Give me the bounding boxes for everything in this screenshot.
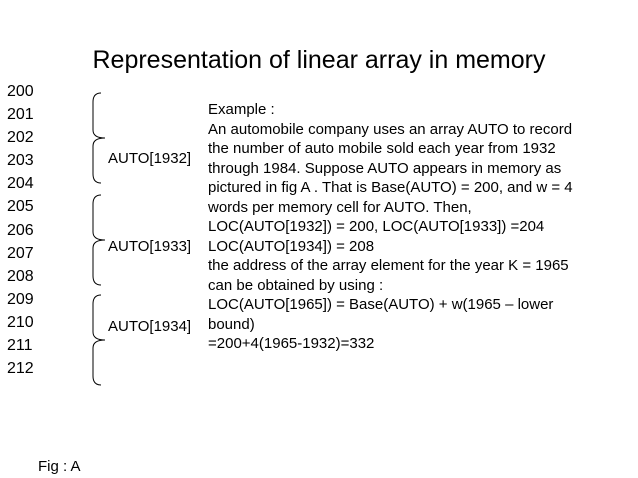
brace-icon [92, 92, 106, 184]
memory-address: 200 [7, 83, 34, 100]
example-line: bound) [208, 315, 255, 333]
example-line: An automobile company uses an array AUTO… [208, 120, 573, 138]
example-line: through 1984. Suppose AUTO appears in me… [208, 159, 562, 177]
brace-icon [92, 194, 106, 286]
memory-address: 211 [7, 337, 33, 355]
example-heading: Example : [208, 101, 275, 118]
memory-address: 210 [7, 313, 34, 331]
example-line: the number of auto mobile sold each year… [208, 140, 556, 157]
example-line: LOC(AUTO[1965]) = Base(AUTO) + w(1965 – … [208, 296, 554, 313]
array-element-label: AUTO[1932] [108, 150, 192, 167]
array-element-label: AUTO[1934] [108, 318, 192, 335]
memory-address: 203 [7, 152, 34, 170]
brace-icon [92, 294, 106, 386]
example-line: the address of the array element for the… [208, 257, 569, 274]
memory-address: 209 [7, 290, 34, 308]
memory-address: 202 [7, 129, 34, 147]
memory-address: 205 [7, 198, 34, 216]
example-line: LOC(AUTO[1932]) = 200, LOC(AUTO[1933]) =… [208, 218, 545, 235]
memory-address: 212 [7, 360, 34, 378]
memory-address: 206 [7, 221, 34, 239]
figure-caption: Fig : A [38, 458, 81, 475]
array-element-label: AUTO[1933] [108, 238, 192, 255]
memory-address: 201 [7, 106, 34, 124]
example-result: =200+4(1965-1932)=332 [208, 335, 375, 352]
memory-address-list: 200 201 202 203 204 205 206 207 208 209 … [7, 80, 34, 380]
example-line: can be obtained by using : [208, 276, 384, 294]
example-line: LOC(AUTO[1934]) = 208 [208, 237, 375, 255]
memory-address: 208 [7, 267, 34, 285]
example-line: pictured in fig A . That is Base(AUTO) =… [208, 179, 573, 196]
slide-title: Representation of linear array in memory [92, 46, 546, 74]
memory-address: 204 [7, 175, 34, 193]
example-line: words per memory cell for AUTO. Then, [208, 198, 472, 216]
example-text-block: Example : An automobile company uses an … [208, 100, 628, 354]
memory-address: 207 [7, 244, 34, 262]
